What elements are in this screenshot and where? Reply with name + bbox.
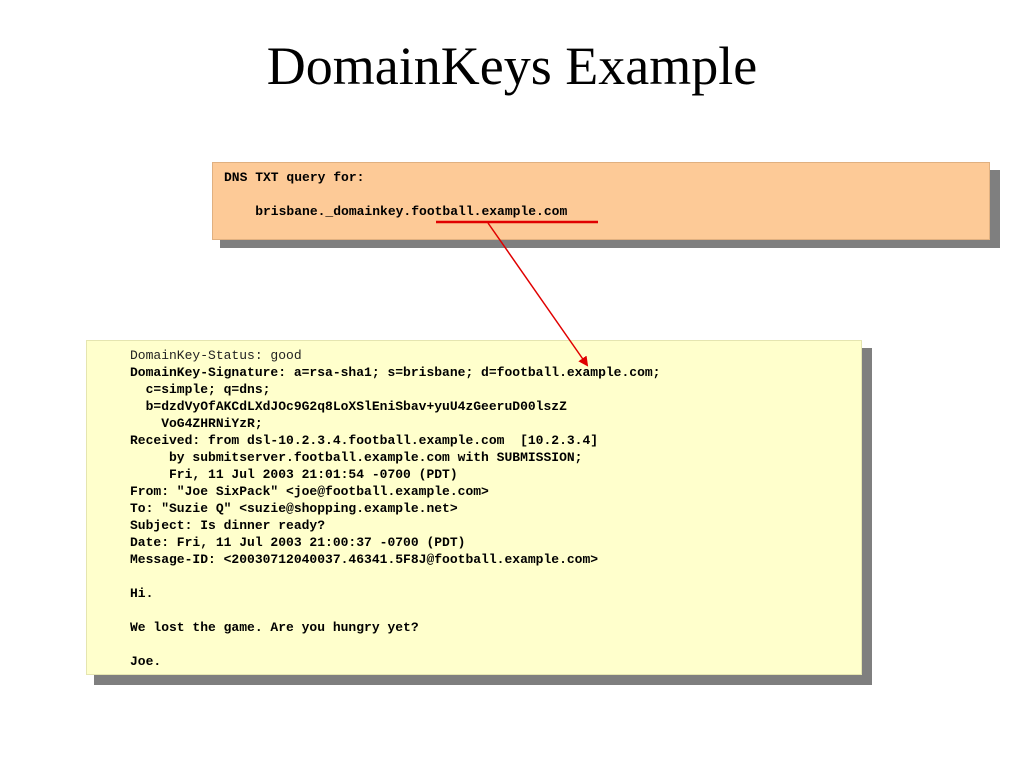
email-message-box: DomainKey-Status: good DomainKey-Signatu… [86, 340, 862, 675]
email-line: Fri, 11 Jul 2003 21:01:54 -0700 (PDT) [130, 467, 458, 482]
email-line: c=simple; q=dns; [130, 382, 271, 397]
email-line: DomainKey-Signature: a=rsa-sha1; s=brisb… [130, 365, 661, 380]
dns-line-domain: brisbane._domainkey.football.example.com [224, 204, 568, 219]
email-line: by submitserver.football.example.com wit… [130, 450, 583, 465]
email-line: We lost the game. Are you hungry yet? [130, 620, 419, 635]
email-line: Subject: Is dinner ready? [130, 518, 326, 533]
dns-line-label: DNS TXT query for: [224, 170, 365, 185]
email-line: b=dzdVyOfAKCdLXdJOc9G2q8LoXSlEniSbav+yuU… [130, 399, 567, 414]
email-line: Date: Fri, 11 Jul 2003 21:00:37 -0700 (P… [130, 535, 466, 550]
email-line: Message-ID: <20030712040037.46341.5F8J@f… [130, 552, 599, 567]
email-line: Received: from dsl-10.2.3.4.football.exa… [130, 433, 599, 448]
email-line: To: "Suzie Q" <suzie@shopping.example.ne… [130, 501, 458, 516]
slide-title: DomainKeys Example [266, 36, 758, 96]
dns-line-blank [224, 186, 567, 203]
email-line: From: "Joe SixPack" <joe@football.exampl… [130, 484, 489, 499]
email-line [130, 568, 661, 585]
email-line: Hi. [130, 586, 154, 601]
dns-query-box: DNS TXT query for: brisbane._domainkey.f… [212, 162, 990, 240]
email-line [130, 636, 661, 653]
email-line: Joe. [130, 654, 162, 669]
email-line: VoG4ZHRNiYzR; [130, 416, 263, 431]
email-line [130, 602, 661, 619]
domainkey-status-line: DomainKey-Status: good [130, 348, 302, 363]
